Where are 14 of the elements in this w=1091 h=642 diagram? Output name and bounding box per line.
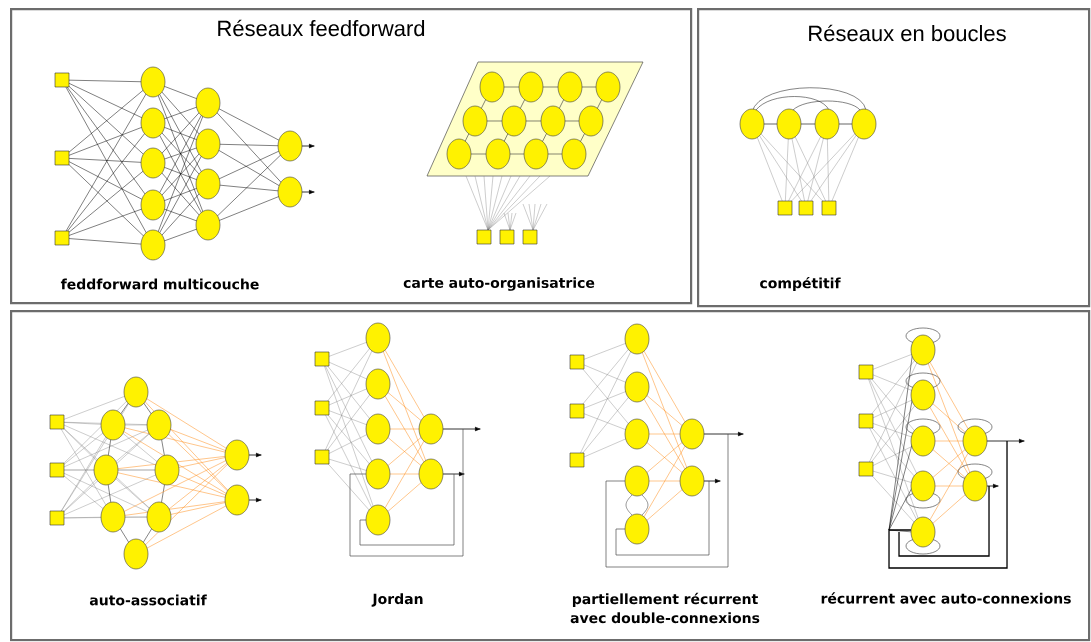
caption: carte auto-organisatrice: [403, 277, 595, 291]
panel: [10, 8, 693, 305]
caption: compétitif: [760, 276, 841, 292]
network-drawing: [569, 323, 744, 568]
panel: [10, 310, 1091, 642]
network-drawing: [739, 87, 877, 216]
panel: [697, 8, 1091, 308]
network-drawing: [426, 61, 644, 245]
network-drawing: [54, 66, 315, 261]
panel-title: Réseaux en boucles: [809, 24, 1006, 42]
network-drawing: [314, 322, 481, 557]
network-drawing: [858, 327, 1025, 569]
panel-title: Réseaux feedforward: [218, 19, 425, 37]
network-drawing: [49, 376, 262, 570]
